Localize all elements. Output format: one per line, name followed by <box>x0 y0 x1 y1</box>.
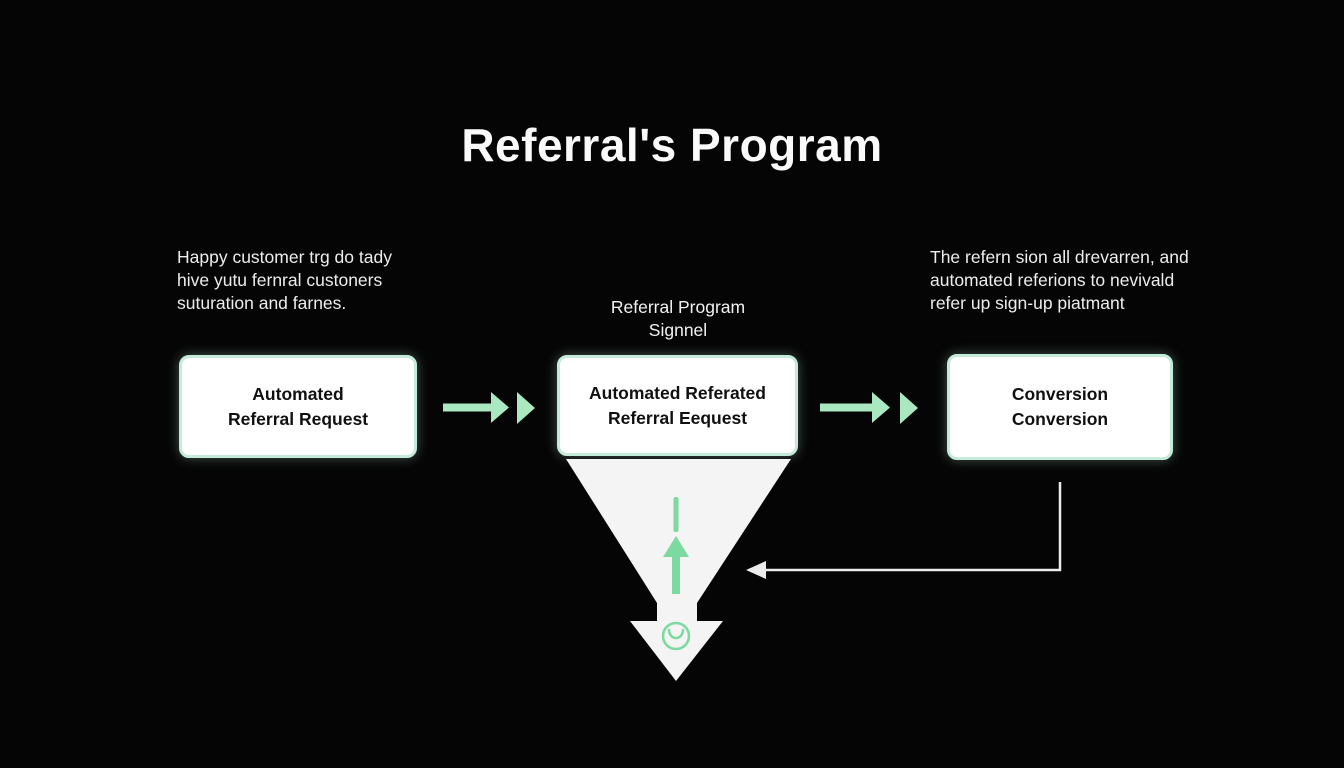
green-play-triangle-icon <box>517 392 535 424</box>
page-title: Referral's Program <box>461 119 883 171</box>
green-play-triangle-icon <box>900 392 918 424</box>
green-right-arrow-icon <box>820 392 890 423</box>
box-label-line: Automated Referated <box>589 382 766 403</box>
loop-circle-outline <box>661 621 691 651</box>
loop-inner-u <box>667 628 685 640</box>
center-annotation-line: Referral Program <box>610 297 746 317</box>
box-label-line: Conversion <box>1011 384 1109 404</box>
box-label-line: Referral Request <box>227 408 369 429</box>
center-annotation: Referral Program Signnel <box>558 296 798 342</box>
white-left-arrowhead <box>746 561 766 579</box>
flow-box-automated-referral-request: Automated Referral Request <box>179 355 417 458</box>
green-loop-circle-icon <box>661 621 691 651</box>
box-label-line: Conversion <box>1011 409 1109 429</box>
box-label-line: Referral Eequest <box>607 407 748 428</box>
box-label-line: Automated <box>252 383 344 404</box>
green-dash-icon <box>673 497 679 532</box>
green-right-arrow-icon <box>443 392 509 423</box>
left-annotation-line: hive yutu fernral custoners <box>177 270 383 290</box>
left-annotation-line: suturation and farnes. <box>177 293 347 313</box>
right-annotation-line: refer up sign-up piatmant <box>930 293 1125 313</box>
right-annotation-line: automated referions to nevivald <box>930 270 1175 290</box>
center-annotation-line: Signnel <box>648 320 708 340</box>
flow-box-automated-referated-referral: Automated Referated Referral Eequest <box>557 355 798 456</box>
right-annotation-line: The refern sion all drevarren, and <box>930 247 1189 267</box>
left-annotation: Happy customer trg do tady hive yutu fer… <box>177 246 392 315</box>
flow-box-conversion: Conversion Conversion <box>947 354 1173 460</box>
white-left-elbow-arrow-icon <box>762 482 1062 572</box>
left-annotation-line: Happy customer trg do tady <box>177 247 392 267</box>
right-annotation: The refern sion all drevarren, and autom… <box>930 246 1189 315</box>
green-up-arrow-icon <box>663 536 689 594</box>
